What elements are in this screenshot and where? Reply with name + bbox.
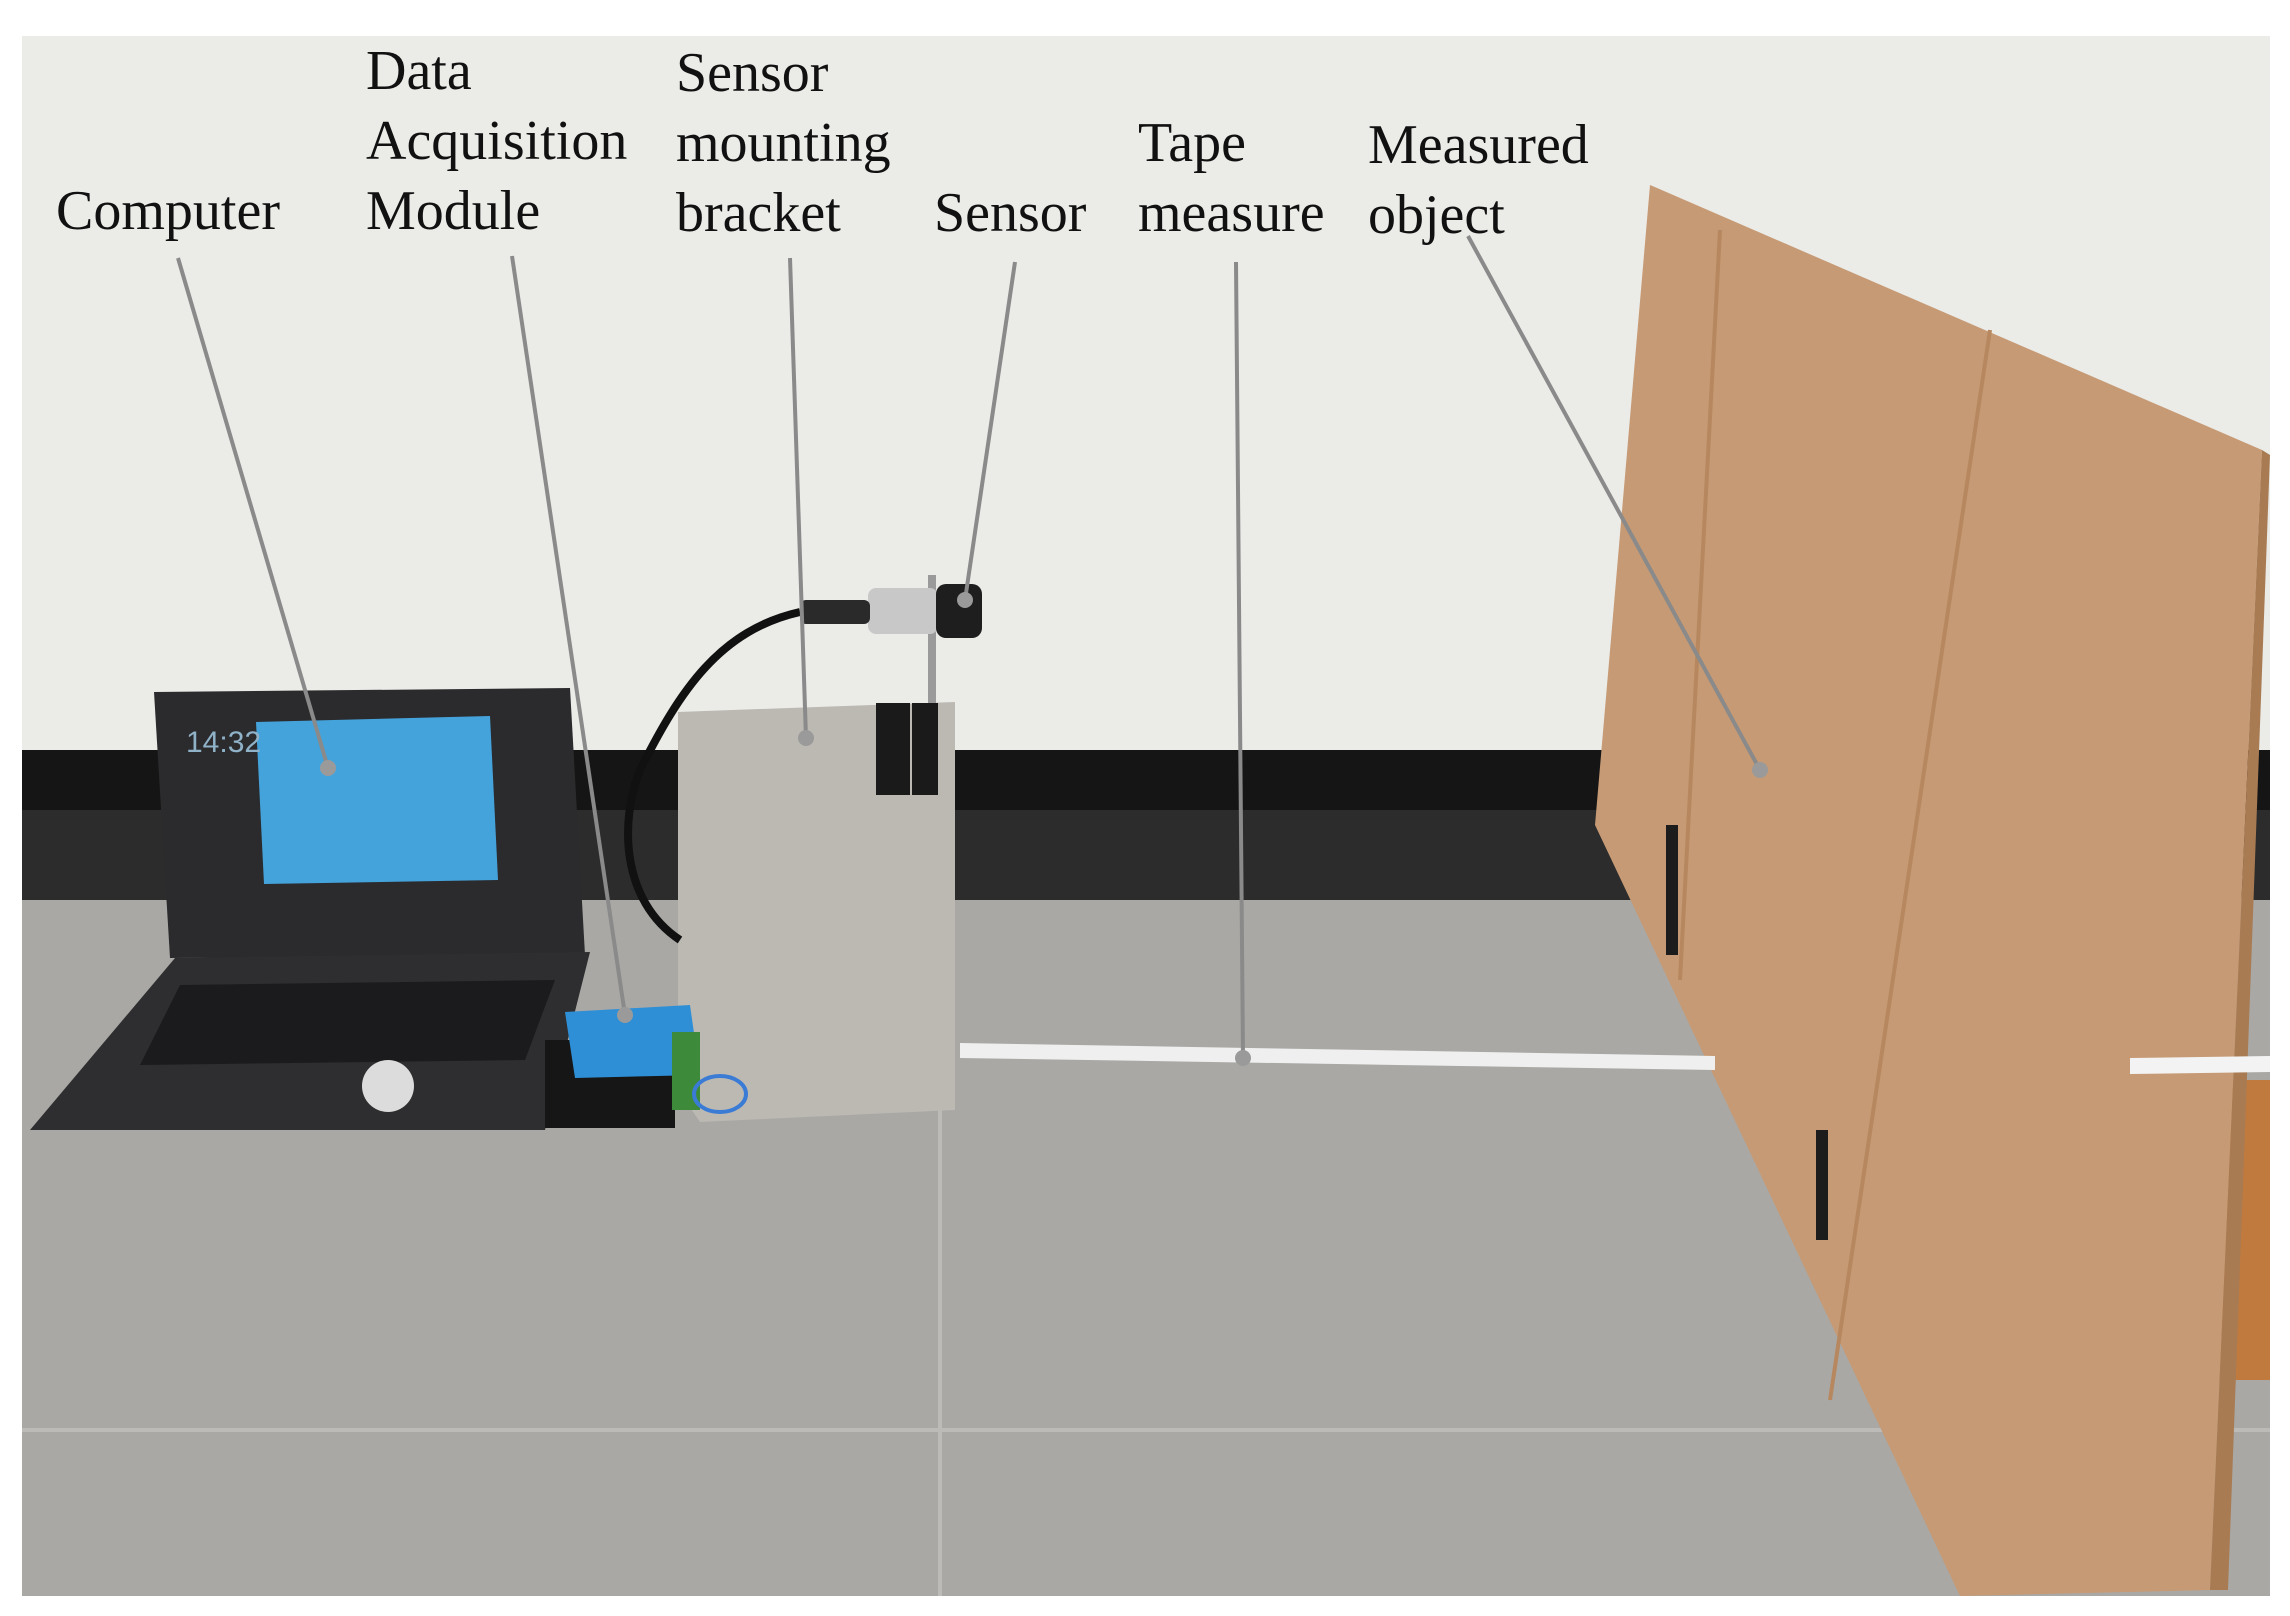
sensor-mounting-bracket: [678, 702, 955, 1122]
cardboard-fold: [1828, 329, 1992, 1401]
leader-line-computer: [176, 257, 330, 769]
leader-dot-sensor: [957, 592, 973, 608]
cardboard-fold: [1678, 229, 1722, 981]
leader-dot-object: [1752, 762, 1768, 778]
leader-dot-computer: [320, 760, 336, 776]
label-bracket-line: Sensor: [676, 42, 829, 104]
daq-module: [565, 1005, 700, 1078]
laptop-screen: [256, 716, 498, 884]
label-tape-line: measure: [1138, 182, 1325, 244]
sensor-cable: [624, 608, 801, 944]
sensor-head: [936, 584, 982, 638]
leader-dot-bracket: [798, 730, 814, 746]
sensor-body: [868, 588, 938, 634]
leader-lines: [176, 235, 1762, 1059]
label-sensor-line: Sensor: [934, 182, 1087, 244]
label-object-line: object: [1368, 184, 1505, 246]
laptop-keyboard: [140, 980, 555, 1065]
laptop-fan-logo: [362, 1060, 414, 1112]
label-bracket-line: bracket: [676, 182, 841, 244]
label-sensor: Sensor: [934, 178, 1086, 248]
leader-dot-daq: [617, 1007, 633, 1023]
cardboard-slot: [1666, 825, 1678, 955]
sensor-connector: [800, 600, 870, 624]
label-bracket-line: mounting: [676, 112, 891, 174]
label-daq-line: Acquisition: [366, 110, 628, 172]
bracket-tape-strip: [876, 703, 910, 795]
leader-line-sensor: [963, 261, 1017, 601]
leader-line-bracket: [788, 257, 808, 739]
leader-line-daq: [510, 255, 627, 1016]
leader-dots: [320, 592, 1768, 1066]
bracket-tape-strip: [912, 703, 938, 795]
label-data-acquisition-module: Data Acquisition Module: [366, 36, 627, 246]
tape-measure: [960, 1043, 1715, 1070]
measured-object-cardboard: [1595, 185, 2262, 1596]
label-tape-measure: Tape measure: [1138, 108, 1325, 248]
label-sensor-mounting-bracket: Sensor mounting bracket: [676, 38, 891, 248]
label-daq-line: Module: [366, 180, 541, 242]
cardboard-slot: [1816, 1130, 1828, 1240]
label-tape-line: Tape: [1138, 112, 1247, 174]
sensor-mount-rod: [928, 575, 936, 703]
label-daq-line: Data: [366, 40, 472, 102]
leader-line-tape: [1234, 261, 1245, 1059]
label-computer: Computer: [56, 176, 280, 246]
label-computer-line: Computer: [56, 180, 280, 242]
leader-dot-tape: [1235, 1050, 1251, 1066]
label-object-line: Measured: [1368, 114, 1589, 176]
label-measured-object: Measured object: [1368, 110, 1589, 250]
tape-measure-end: [2130, 1056, 2270, 1074]
leader-line-object: [1466, 235, 1762, 771]
cardboard-edge: [2210, 450, 2270, 1590]
daq-cable-loop: [692, 1074, 748, 1114]
laptop-clock: 14:32: [186, 726, 261, 759]
